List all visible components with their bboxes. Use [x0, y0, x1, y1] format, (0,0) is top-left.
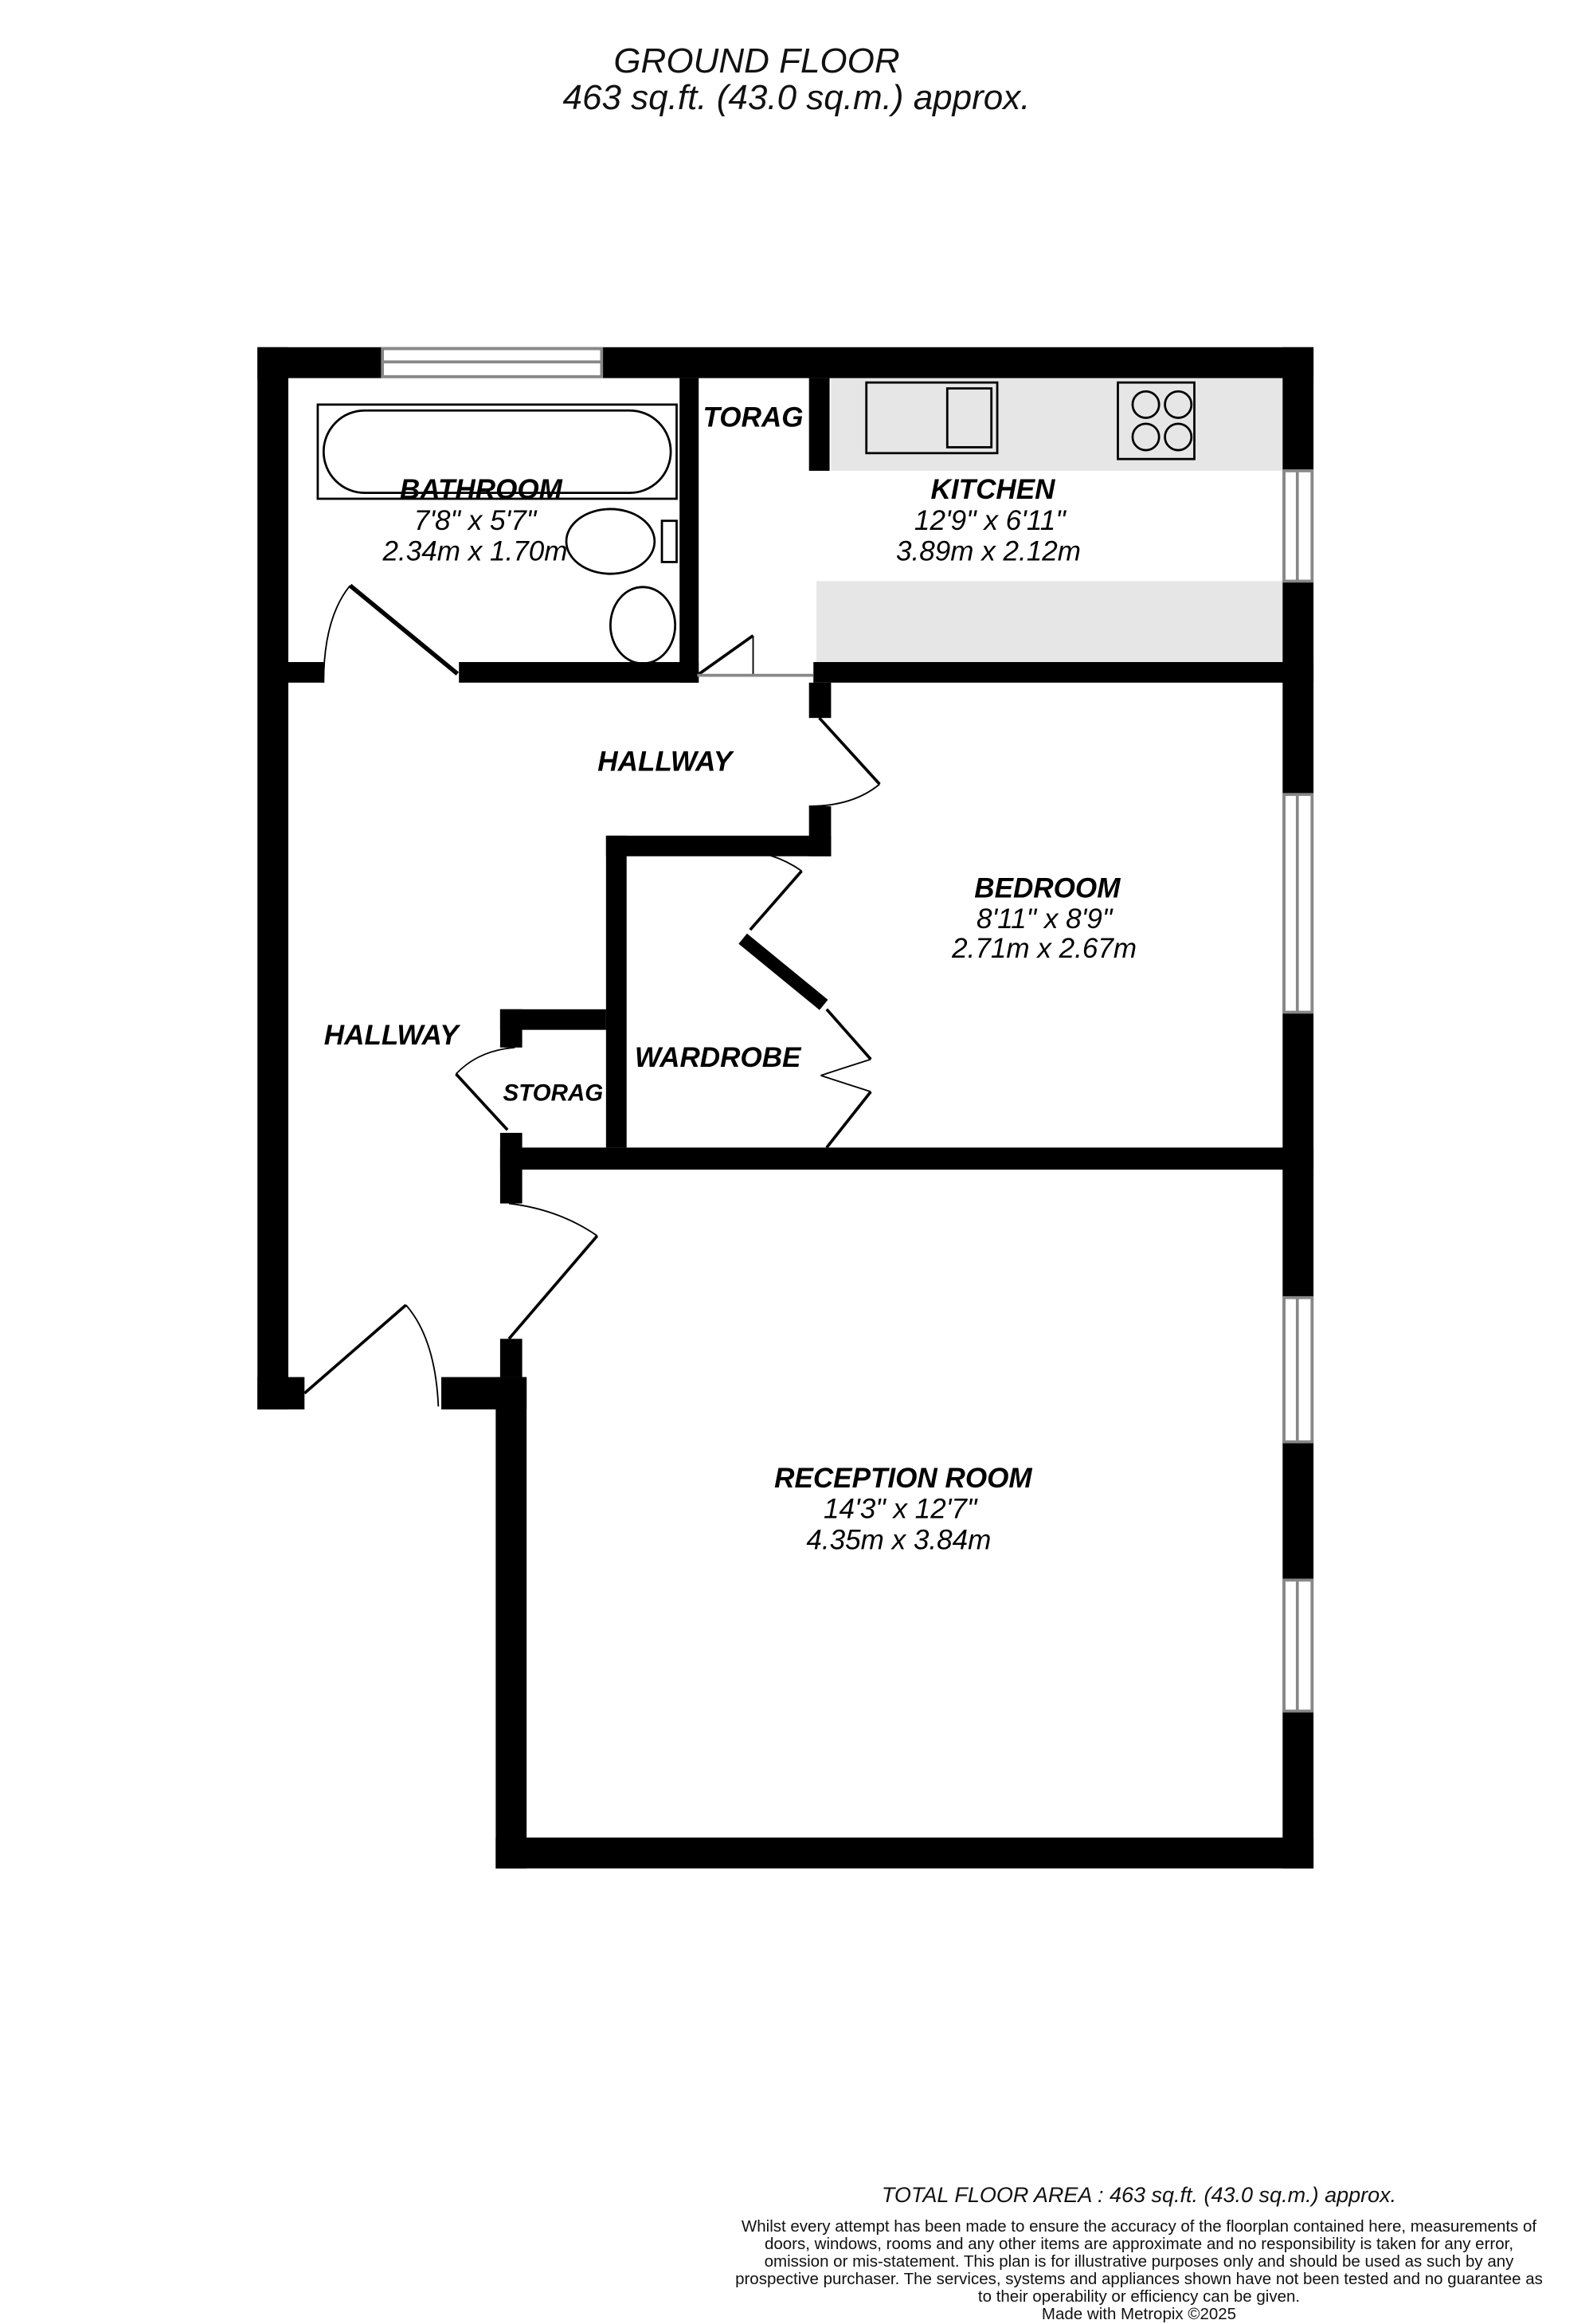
credit: Made with Metropix ©2025 — [1041, 2305, 1237, 2323]
bathroom-imperial: 7'8" x 5'7" — [414, 505, 538, 536]
disclaimer: Whilst every attempt has been made to en… — [735, 2217, 1543, 2306]
bedroom-name: BEDROOM — [974, 872, 1121, 903]
toilet-icon — [565, 508, 656, 575]
reception-name: RECEPTION ROOM — [774, 1463, 1032, 1494]
bedroom-metric: 2.71m x 2.67m — [951, 933, 1137, 964]
hob-icon — [1117, 381, 1196, 460]
reception-metric: 4.35m x 3.84m — [806, 1525, 991, 1556]
storage-lower-name: STORAG — [503, 1080, 603, 1106]
bedroom-imperial: 8'11" x 8'9" — [977, 903, 1114, 935]
bathroom-name: BATHROOM — [400, 474, 563, 505]
windows — [381, 347, 1314, 1713]
kitchen-counters — [816, 378, 1283, 662]
wardrobe-name: WARDROBE — [635, 1042, 802, 1073]
kitchen-metric: 3.89m x 2.12m — [896, 536, 1081, 567]
bathroom-metric: 2.34m x 1.70m — [382, 536, 567, 567]
storage-top-name: TORAG — [703, 402, 804, 433]
basin-icon — [609, 586, 677, 665]
kitchen-imperial: 12'9" x 6'11" — [914, 505, 1067, 536]
hallway-lower-name: HALLWAY — [324, 1020, 461, 1051]
floor-area: 463 sq.ft. (43.0 sq.m.) approx. — [562, 78, 1031, 117]
floor-title: GROUND FLOOR — [613, 41, 900, 80]
bath-icon — [316, 403, 678, 500]
reception-imperial: 14'3" x 12'7" — [824, 1494, 978, 1525]
fixtures — [316, 381, 1196, 665]
kitchen-name: KITCHEN — [931, 474, 1056, 505]
doors — [303, 583, 881, 1407]
sink-icon — [865, 381, 999, 455]
total-floor-area: TOTAL FLOOR AREA : 463 sq.ft. (43.0 sq.m… — [881, 2183, 1397, 2207]
walls — [257, 347, 1314, 1869]
hallway-upper-name: HALLWAY — [597, 747, 734, 778]
